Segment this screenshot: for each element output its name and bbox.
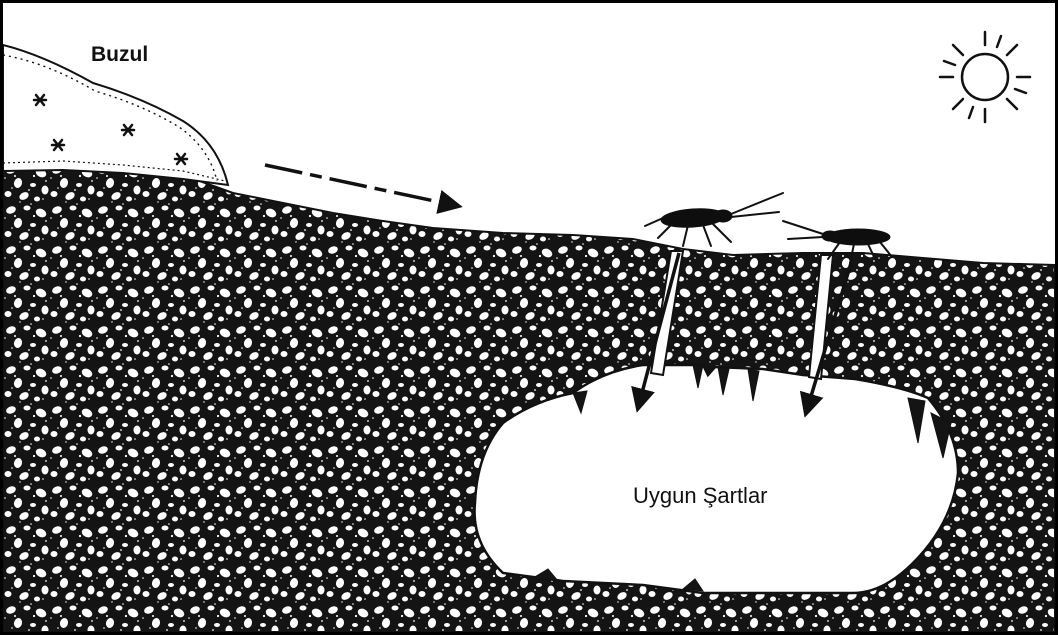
sun-icon [940, 32, 1030, 122]
glacier-label: Buzul [91, 43, 148, 67]
glacier-movement-arrow-icon [265, 165, 458, 206]
diagram-canvas [3, 3, 1055, 632]
cave-chamber [475, 365, 958, 593]
cave-label: Uygun Şartlar [633, 483, 768, 509]
